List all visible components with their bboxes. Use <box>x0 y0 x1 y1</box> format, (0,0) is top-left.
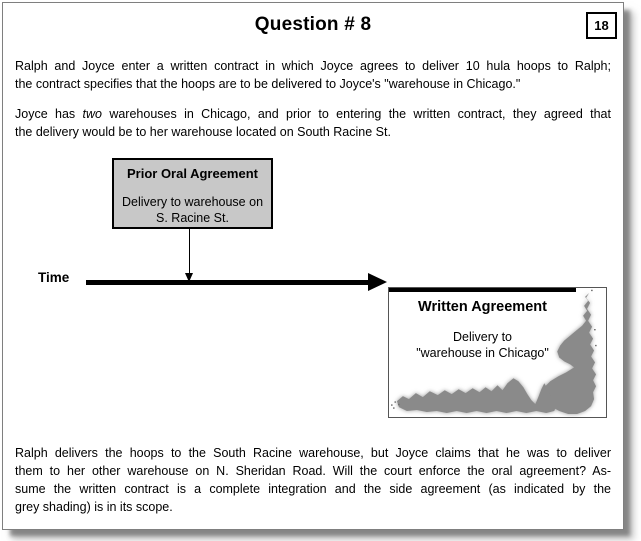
text-segment: warehouses in Chicago, and prior to ente… <box>101 107 611 121</box>
text-line: grey shading) is in its scope. <box>15 500 173 514</box>
slide-page: Question # 8 18 Ralph and Joyce enter a … <box>2 2 624 530</box>
written-box-line: Delivery to <box>452 330 513 344</box>
oral-box-line: S. Racine St. <box>156 211 229 225</box>
text-line: Ralph and Joyce enter a written contract… <box>15 59 611 73</box>
text-line: Joyce has two warehouses in Chicago, and… <box>15 105 611 123</box>
torn-paper-graphic <box>390 289 597 415</box>
paragraph-question: Ralph delivers the hoops to the South Ra… <box>15 444 611 516</box>
time-axis-label: Time <box>38 270 70 285</box>
written-box-top-rule <box>389 288 576 292</box>
text-line: the delivery would be to her warehouse l… <box>15 125 391 139</box>
connector-arrow-line <box>189 229 190 274</box>
text-line: Ralph delivers the hoops to the South Ra… <box>15 446 611 460</box>
text-line: them to her other warehouse on N. Sherid… <box>15 464 611 478</box>
text-segment: Joyce has <box>15 107 83 121</box>
written-box-title: Written Agreement <box>418 299 547 315</box>
time-axis-arrowhead-icon <box>368 273 387 291</box>
connector-arrowhead-icon <box>185 273 193 282</box>
paragraph-contract-facts: Ralph and Joyce enter a written contract… <box>15 57 611 93</box>
written-agreement-box: Written Agreement Delivery to "warehouse… <box>388 287 607 418</box>
oral-box-title: Prior Oral Agreement <box>126 166 258 181</box>
page-title: Question # 8 <box>254 14 372 35</box>
slide-number-badge: 18 <box>586 12 617 39</box>
oral-box-body: Delivery to warehouse on S. Racine St. <box>114 194 271 226</box>
text-line: sume the written contract is a complete … <box>15 482 611 496</box>
text-line: the contract specifies that the hoops ar… <box>15 77 521 91</box>
prior-oral-agreement-box: Prior Oral Agreement Delivery to warehou… <box>112 158 273 229</box>
oral-box-line: Delivery to warehouse on <box>121 195 264 209</box>
written-box-line: "warehouse in Chicago" <box>416 346 549 360</box>
text-segment-italic: two <box>82 107 102 121</box>
paragraph-warehouse-facts: Joyce has two warehouses in Chicago, and… <box>15 105 611 141</box>
time-axis-line <box>86 280 369 285</box>
written-box-body: Delivery to "warehouse in Chicago" <box>389 329 606 361</box>
